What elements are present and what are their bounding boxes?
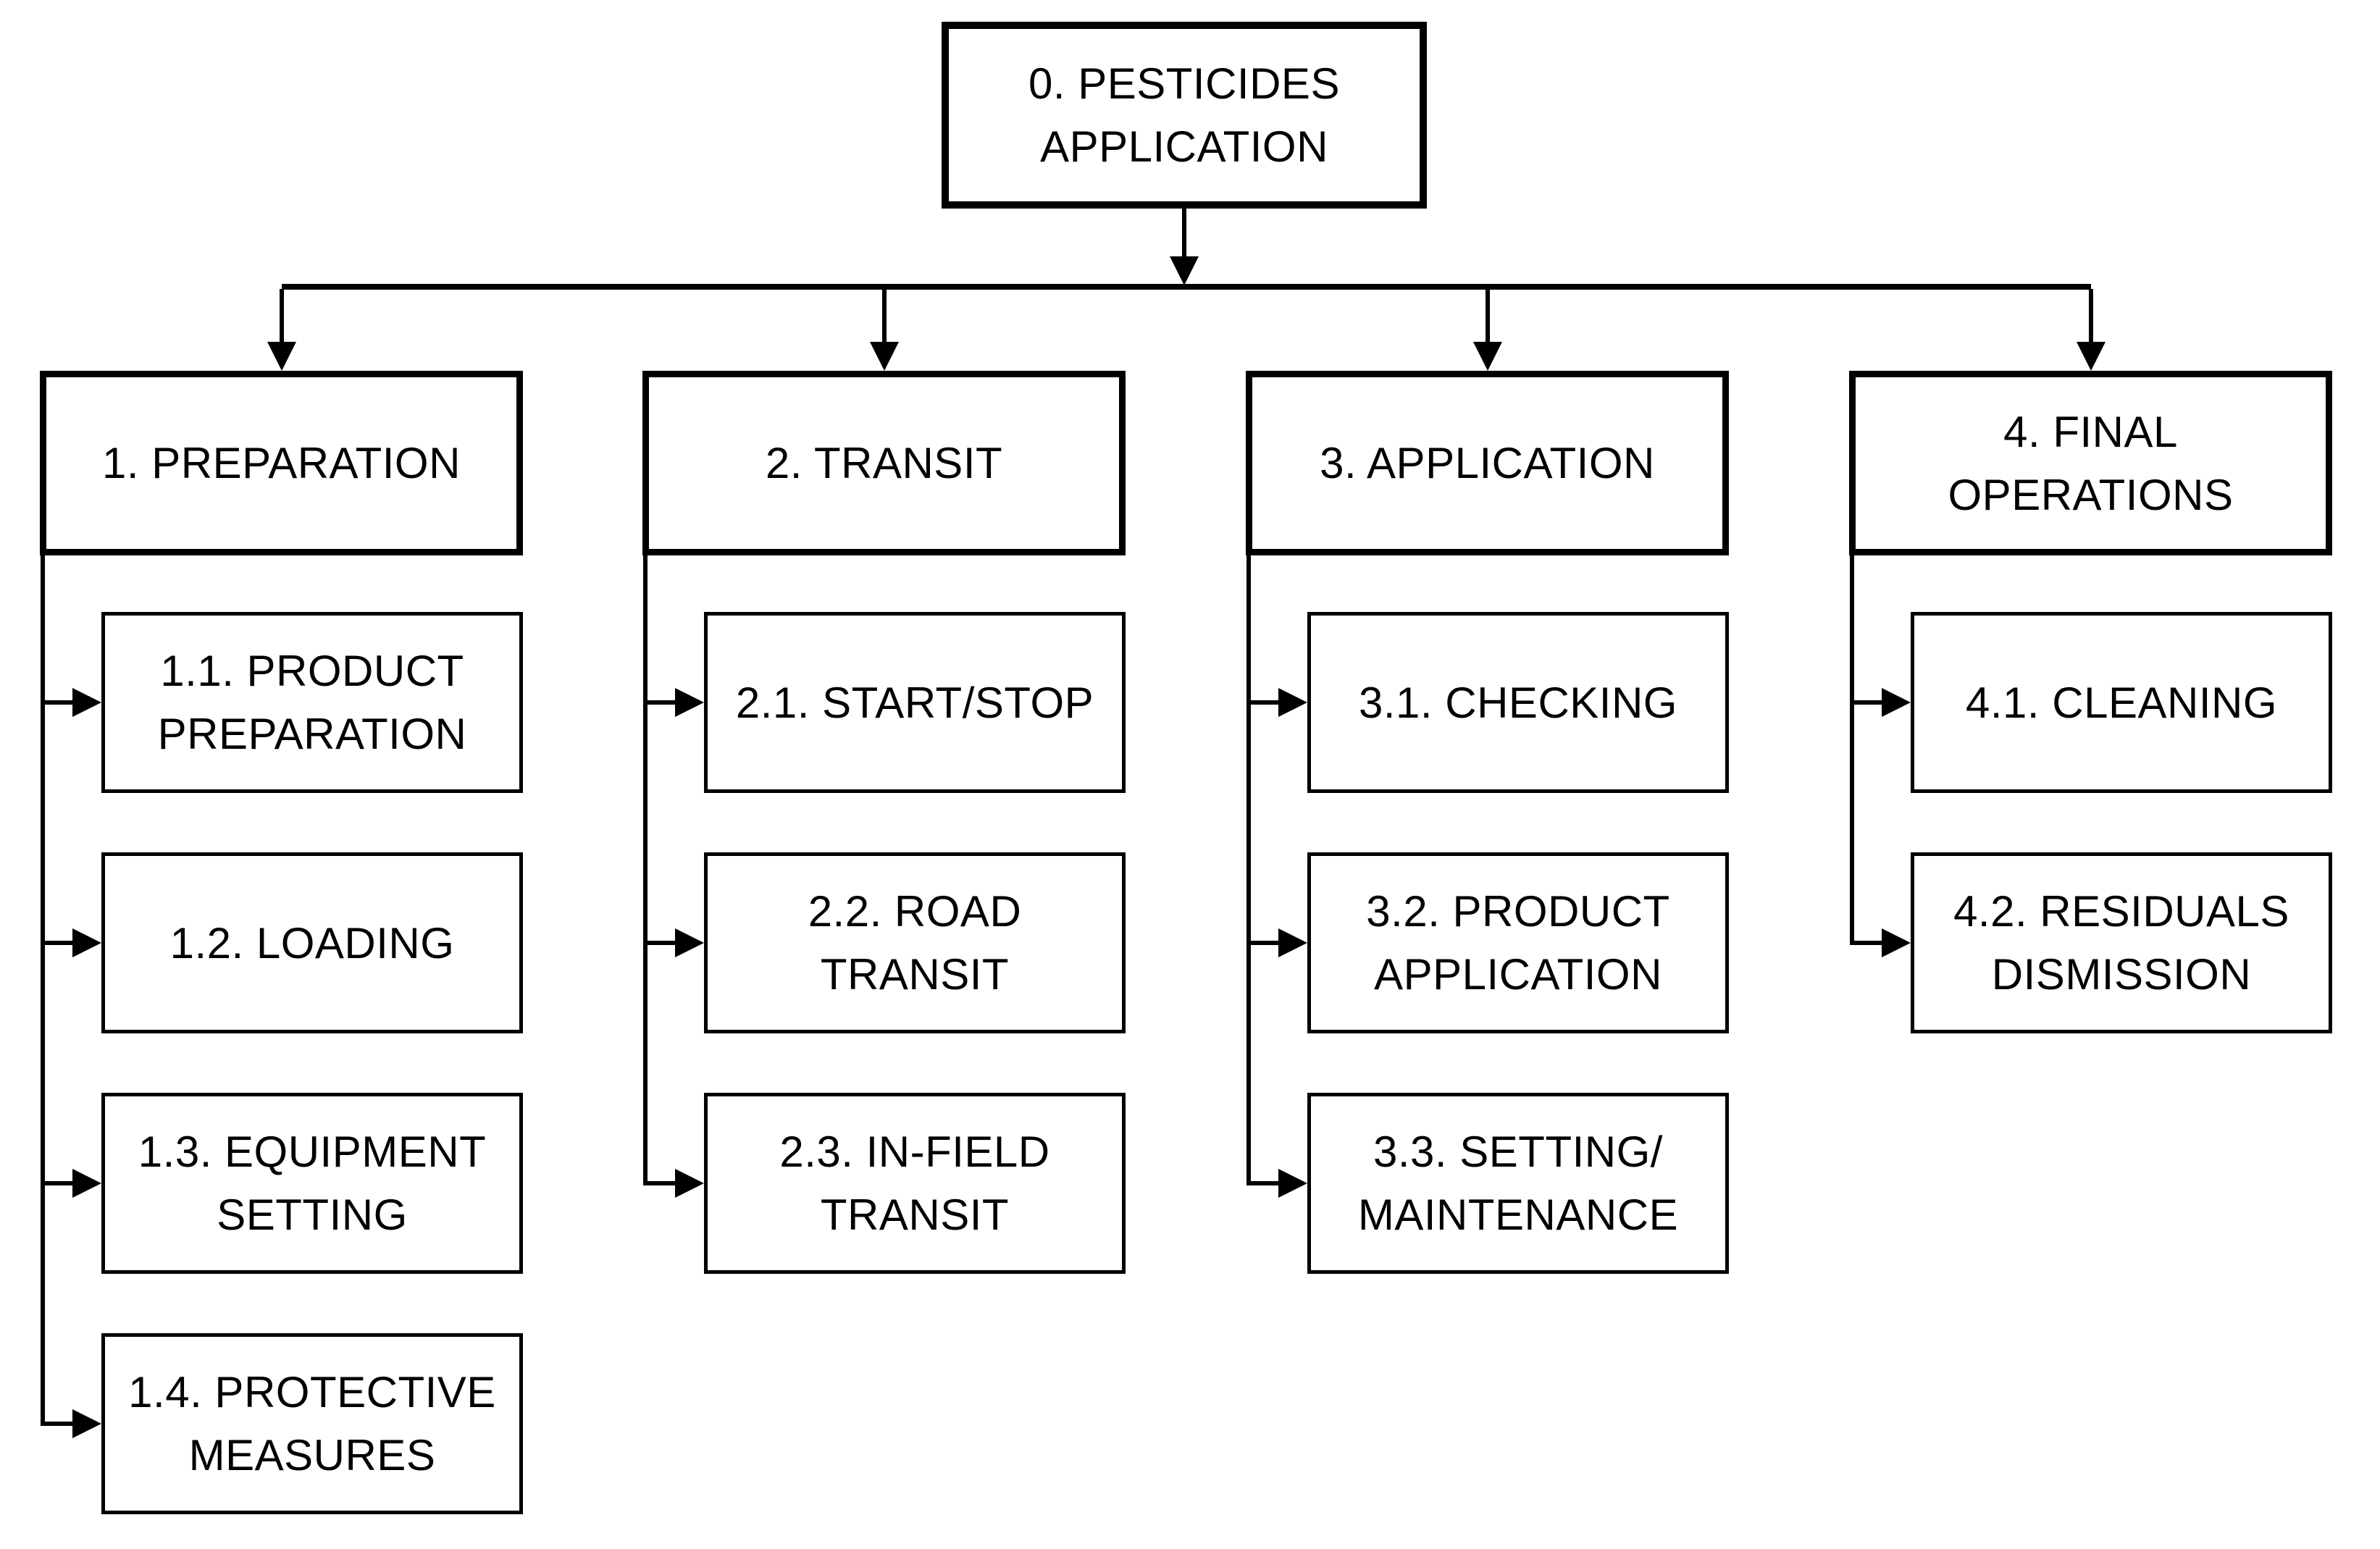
task-box-3-1-checking: 3.1. CHECKING	[1307, 612, 1729, 793]
task-box-1-2-loading: 1.2. LOADING	[101, 852, 523, 1033]
task-box-3-application: 3. APPLICATION	[1246, 371, 1729, 555]
task-box-3-3-setting-maintenance: 3.3. SETTING/ MAINTENANCE	[1307, 1093, 1729, 1274]
connector-3-3-line	[1246, 1181, 1281, 1185]
arrowhead-down-root	[1170, 256, 1199, 285]
task-box-4-final-operations: 4. FINAL OPERATIONS	[1849, 371, 2332, 555]
connector-4-1-line	[1850, 700, 1885, 705]
task-box-1-3-equipment-setting: 1.3. EQUIPMENT SETTING	[101, 1093, 523, 1274]
arrowhead-right-2-2	[675, 928, 704, 957]
task-box-2-transit: 2. TRANSIT	[642, 371, 1126, 555]
task-box-1-1-product-preparation: 1.1. PRODUCT PREPARATION	[101, 612, 523, 793]
connector-1-3-line	[41, 1181, 75, 1185]
arrowhead-right-3-2	[1278, 928, 1307, 957]
arrowhead-down-2	[870, 342, 899, 371]
connector-col-4-stem	[1850, 555, 1854, 945]
arrowhead-down-4	[2077, 342, 2105, 371]
task-box-2-3-in-field-transit: 2.3. IN-FIELD TRANSIT	[704, 1093, 1126, 1274]
connector-3-2-line	[1246, 941, 1281, 945]
task-box-2-1-start-stop: 2.1. START/STOP	[704, 612, 1126, 793]
connector-col-1-stem	[41, 555, 45, 1426]
arrowhead-right-4-2	[1882, 928, 1911, 957]
arrowhead-right-1-3	[72, 1169, 101, 1198]
connector-2-1-line	[643, 700, 678, 705]
connector-4-2-line	[1850, 941, 1885, 945]
arrowhead-right-3-3	[1278, 1169, 1307, 1198]
connector-col-2-stem	[643, 555, 648, 1185]
task-box-root: 0. PESTICIDES APPLICATION	[942, 22, 1427, 209]
connector-2-2-line	[643, 941, 678, 945]
task-box-2-2-road-transit: 2.2. ROAD TRANSIT	[704, 852, 1126, 1033]
arrowhead-right-3-1	[1278, 688, 1307, 717]
connector-1-1-line	[41, 700, 75, 705]
connector-drop-3	[1486, 289, 1490, 343]
connector-drop-2	[882, 289, 887, 343]
arrowhead-right-1-4	[72, 1409, 101, 1438]
connector-1-2-line	[41, 941, 75, 945]
connector-3-1-line	[1246, 700, 1281, 705]
task-box-1-4-protective-measures: 1.4. PROTECTIVE MEASURES	[101, 1333, 523, 1514]
task-box-4-2-residuals-dismission: 4.2. RESIDUALS DISMISSION	[1911, 852, 2332, 1033]
task-box-4-1-cleaning: 4.1. CLEANING	[1911, 612, 2332, 793]
connector-drop-4	[2089, 289, 2093, 343]
arrowhead-right-2-3	[675, 1169, 704, 1198]
arrowhead-right-2-1	[675, 688, 704, 717]
arrowhead-right-1-1	[72, 688, 101, 717]
connector-2-3-line	[643, 1181, 678, 1185]
connector-root-stem	[1182, 209, 1186, 259]
connector-col-3-stem	[1246, 555, 1251, 1185]
arrowhead-right-4-1	[1882, 688, 1911, 717]
arrowhead-down-3	[1473, 342, 1502, 371]
connector-drop-1	[280, 289, 284, 343]
arrowhead-right-1-2	[72, 928, 101, 957]
task-box-3-2-product-application: 3.2. PRODUCT APPLICATION	[1307, 852, 1729, 1033]
connector-branch-bar	[282, 284, 2091, 290]
arrowhead-down-1	[267, 342, 296, 371]
task-box-1-preparation: 1. PREPARATION	[40, 371, 523, 555]
connector-1-4-line	[41, 1422, 75, 1426]
